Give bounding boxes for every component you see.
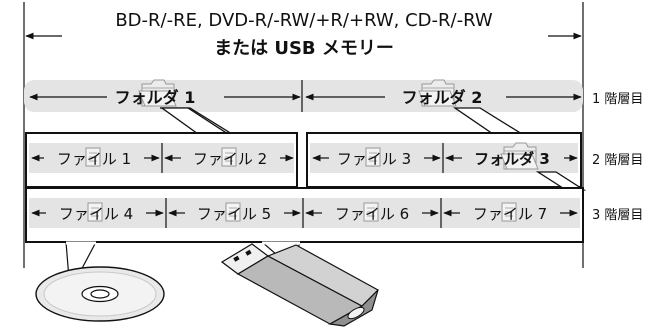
file-3-label: ファイル 3 <box>337 150 411 168</box>
usb-drive-icon <box>220 243 379 327</box>
disc-icon <box>35 266 165 322</box>
folder-3-label: フォルダ 3 <box>474 150 550 168</box>
level3-band <box>29 198 580 228</box>
storage-types-subtitle: または USB メモリー <box>214 38 394 59</box>
storage-types-title: BD-R/-RE, DVD-R/-RW/+R/+RW, CD-R/-RW <box>115 10 493 31</box>
level1-band <box>24 80 583 112</box>
file-7-label: ファイル 7 <box>473 205 547 223</box>
tier-1-label: 1 階層目 <box>592 92 643 107</box>
file-5-label: ファイル 5 <box>197 205 271 223</box>
file-6-label: ファイル 6 <box>335 205 409 223</box>
file-4-label: ファイル 4 <box>59 205 133 223</box>
file-2-label: ファイル 2 <box>193 150 267 168</box>
tier-3-label: 3 階層目 <box>592 208 643 223</box>
tier-2-label: 2 階層目 <box>592 153 643 168</box>
folder-2-label: フォルダ 2 <box>402 88 483 107</box>
file-1-label: ファイル 1 <box>57 150 131 168</box>
folder-1-label: フォルダ 1 <box>115 88 196 107</box>
